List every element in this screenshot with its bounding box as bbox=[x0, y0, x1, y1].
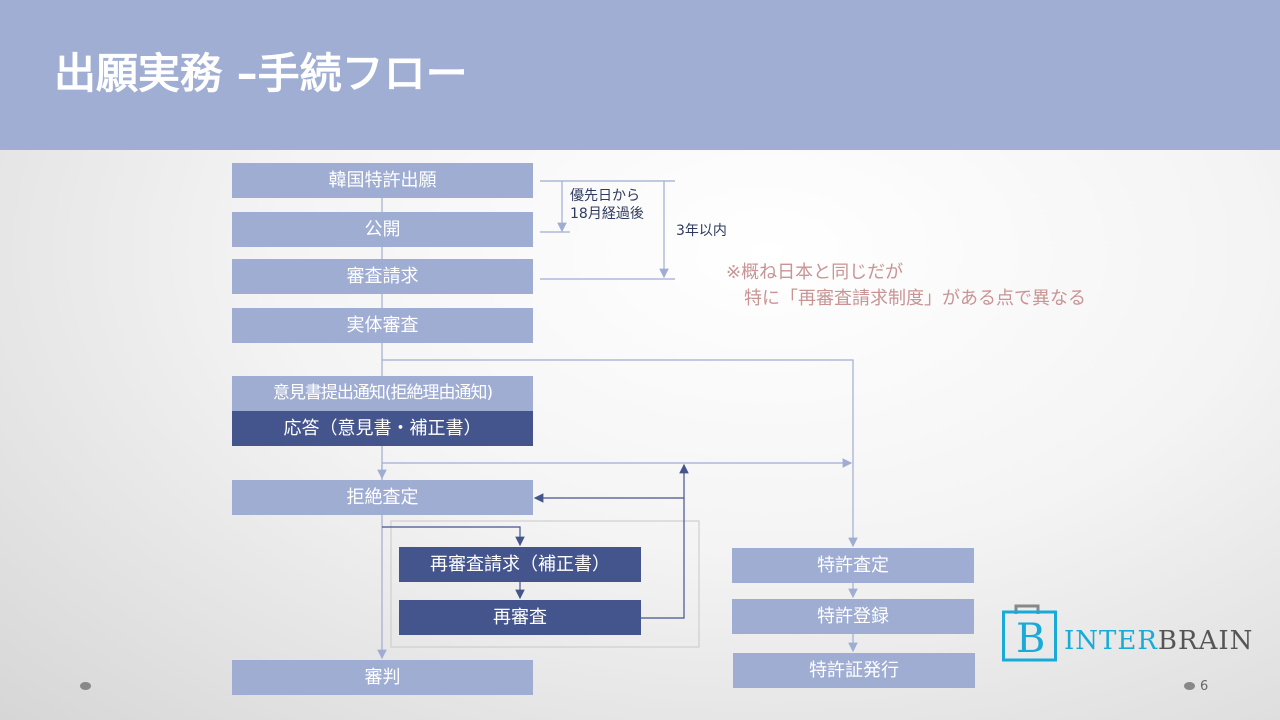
note-line2: 特に「再審査請求制度」がある点で異なる bbox=[726, 288, 1086, 309]
note: ※概ね日本と同じだが 特に「再審査請求制度」がある点で異なる bbox=[726, 260, 1086, 312]
publication-timing: 優先日から 18月経過後 bbox=[570, 187, 644, 223]
step-opinion-notice: 意見書提出通知(拒絶理由通知) bbox=[232, 376, 533, 411]
header-band bbox=[0, 0, 1280, 150]
step-certificate: 特許証発行 bbox=[733, 653, 975, 688]
step-application: 韓国特許出願 bbox=[232, 163, 533, 198]
step-registration: 特許登録 bbox=[732, 599, 974, 634]
step-grant-decision: 特許査定 bbox=[732, 548, 974, 583]
step-reexam-request: 再審査請求（補正書） bbox=[399, 547, 641, 582]
step-exam-request: 審査請求 bbox=[232, 259, 533, 294]
step-substantive-exam: 実体審査 bbox=[232, 308, 533, 343]
publication-timing-line1: 優先日から bbox=[570, 188, 640, 204]
step-reexam: 再審査 bbox=[399, 600, 641, 635]
step-trial: 審判 bbox=[232, 660, 533, 695]
step-response: 応答（意見書・補正書） bbox=[232, 411, 533, 446]
exam-deadline: 3年以内 bbox=[676, 223, 727, 239]
interbrain-logo: B INTERBRAIN bbox=[1002, 604, 1262, 664]
page-number: 6 bbox=[1200, 679, 1209, 694]
publication-timing-line2: 18月経過後 bbox=[570, 206, 644, 222]
logo-text-brain: BRAIN bbox=[1157, 626, 1254, 656]
slide-title: 出願実務 –手続フロー bbox=[54, 49, 468, 98]
logo-mark-icon: B bbox=[1002, 604, 1057, 662]
step-rejection: 拒絶査定 bbox=[232, 480, 533, 515]
step-publication: 公開 bbox=[232, 212, 533, 247]
note-line1: ※概ね日本と同じだが bbox=[726, 262, 904, 283]
logo-text-inter: INTER bbox=[1064, 626, 1158, 656]
page-dot-icon bbox=[1184, 682, 1195, 690]
bullet-dot-icon bbox=[80, 682, 91, 690]
svg-text:B: B bbox=[1016, 616, 1045, 662]
